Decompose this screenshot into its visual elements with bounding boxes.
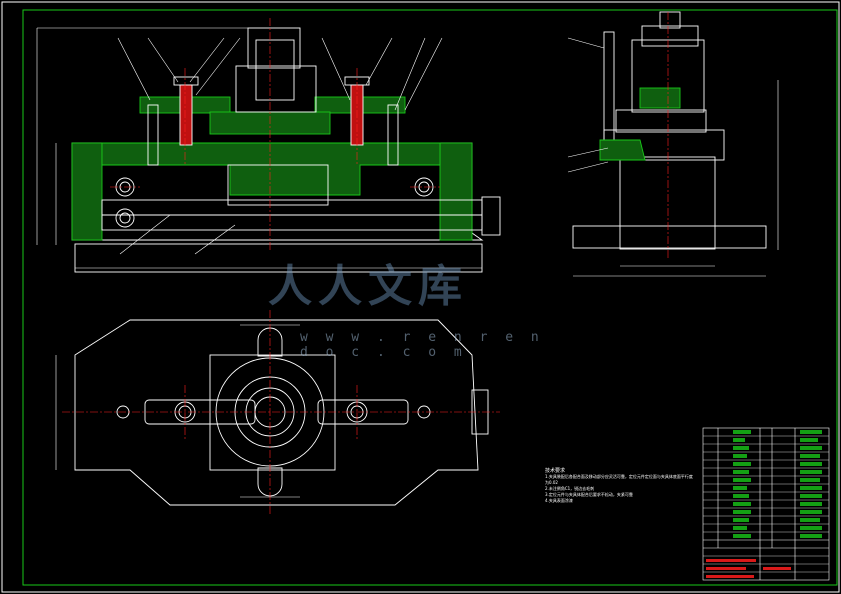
note-line: 3.定位元件与夹具体配合后要求不松动，夹紧可靠 (545, 492, 633, 497)
title-block (702, 427, 830, 581)
note-line: 1.夹具装配后各配合面及移动部分应灵活可靠，定位元件定位面与夹具体底面平行度为0… (545, 474, 693, 485)
inner-frame (22, 9, 838, 586)
title-block-rows (703, 435, 829, 573)
note-line: 4.夹具表面涂漆 (545, 498, 573, 503)
technical-notes: 技术要求 1.夹具装配后各配合面及移动部分应灵活可靠，定位元件定位面与夹具体底面… (545, 468, 695, 504)
title-block-red-rows (706, 559, 791, 578)
front-view (36, 27, 501, 273)
front-centerlines (110, 18, 440, 250)
notes-heading: 技术要求 (545, 468, 566, 474)
side-view (567, 11, 779, 277)
top-view (55, 319, 489, 506)
top-centerlines (62, 310, 500, 515)
title-block-fills (733, 430, 822, 538)
note-line: 2.未注倒角C1，锐边去毛刺 (545, 486, 595, 491)
